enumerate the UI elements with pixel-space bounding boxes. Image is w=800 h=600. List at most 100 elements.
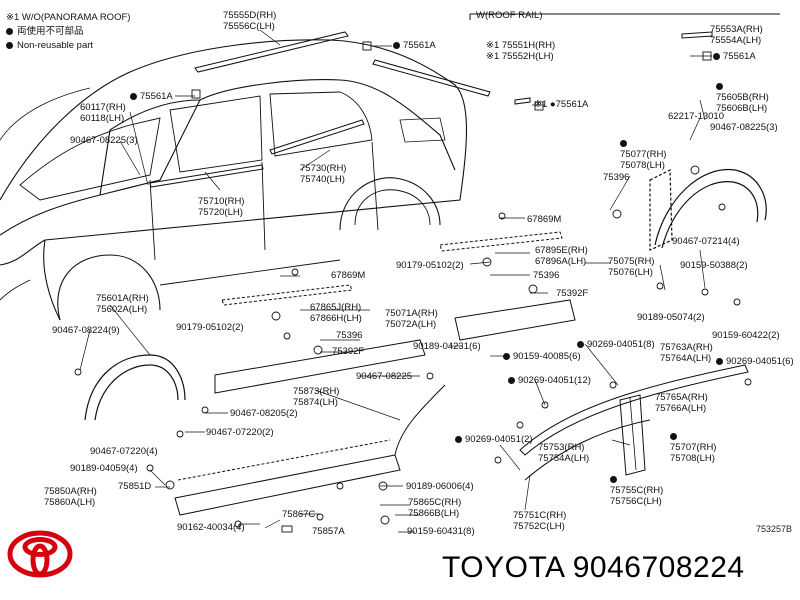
callout-67865J: 67865J(RH)67866H(LH) <box>310 302 362 324</box>
roof-rail-label: W(ROOF RAIL) <box>476 10 543 21</box>
callout-90467-08225-3: 90467-08225(3) <box>70 135 138 146</box>
clip-icon <box>494 456 502 464</box>
callout-75551H: ※1 75551H(RH)※1 75552H(LH) <box>486 40 556 62</box>
clip-icon <box>656 282 664 290</box>
clip-icon <box>336 482 344 490</box>
clip-icon <box>516 421 524 429</box>
clip-icon <box>378 481 388 491</box>
clip-icon <box>271 311 281 321</box>
clip-icon <box>281 525 293 533</box>
callout-75755C: 75755C(RH)75756C(LH) <box>610 474 663 507</box>
clip-icon <box>733 298 741 306</box>
callout-75865C: 75865C(RH)75866B(LH) <box>408 497 462 519</box>
clip-icon <box>498 212 506 220</box>
callout-62217-13010: 62217-13010 <box>668 111 724 122</box>
callout-90189-06006: 90189-06006(4) <box>406 481 474 492</box>
callout-75730: 75730(RH)75740(LH) <box>300 163 347 185</box>
callout-75873: 75873(RH)75874(LH) <box>293 386 340 408</box>
clip-icon <box>690 165 700 175</box>
clip-icon <box>426 372 434 380</box>
callout-75753: 75753(RH)75754A(LH) <box>538 442 590 464</box>
callout-90269-04051-8: 90269-04051(8) <box>577 339 655 350</box>
clip-icon <box>534 101 544 111</box>
clip-icon <box>74 368 82 376</box>
wheel-arch-moldings <box>84 168 767 421</box>
clip-icon <box>313 345 323 355</box>
callout-90189-04231: 90189-04231(6) <box>413 341 481 352</box>
clip-icon <box>482 257 492 267</box>
door-moldings <box>149 119 365 188</box>
clip-icon <box>380 515 390 525</box>
legend-note-nonreusable: Non-reusable part <box>6 39 130 53</box>
roof-rail-bracket <box>469 13 780 20</box>
callout-75765A: 75765A(RH)75766A(LH) <box>655 392 708 414</box>
fastener-icons <box>74 41 752 533</box>
clip-icon <box>609 381 617 389</box>
brand-part-number: TOYOTA 9046708224 <box>442 551 745 584</box>
clip-icon <box>612 209 622 219</box>
callout-75396-left: 75396 <box>336 330 363 341</box>
callout-75707: 75707(RH)75708(LH) <box>670 431 716 464</box>
callout-75077: 75077(RH)75078(LH) <box>620 138 666 171</box>
toyota-logo-icon <box>7 530 73 578</box>
callout-75605B: 75605B(RH)75606B(LH) <box>716 81 769 114</box>
callout-90467-08225-3b: 90467-08225(3) <box>710 122 778 133</box>
clip-icon <box>283 332 291 340</box>
clip-icon <box>362 41 372 51</box>
callout-75751C: 75751C(RH)75752C(LH) <box>513 510 567 532</box>
callout-90159-50388: 90159-50388(2) <box>680 260 748 271</box>
callout-75075: 75075(RH)75076(LH) <box>608 256 655 278</box>
clip-icon <box>541 401 549 409</box>
callout-75851D: 75851D <box>118 481 152 492</box>
callout-90467-07220-4: 90467-07220(4) <box>90 446 158 457</box>
callout-75555D: 75555D(RH)75556C(LH) <box>223 10 277 32</box>
callout-75601A: 75601A(RH)75602A(LH) <box>96 293 149 315</box>
callout-90467-08225-b: 90467-08225 <box>356 371 412 382</box>
callout-90467-07220: 90467-07220(2) <box>206 427 274 438</box>
clip-icon <box>744 378 752 386</box>
callout-67895E: 67895E(RH)67896A(LH) <box>535 245 588 267</box>
clip-icon <box>176 430 184 438</box>
clip-icon <box>528 284 538 294</box>
clip-icon <box>718 203 726 211</box>
callout-75763A: 75763A(RH)75764A(LH) <box>660 342 713 364</box>
callout-90467-08224: 90467-08224(9) <box>52 325 120 336</box>
callout-90269-04051-6: 90269-04051(6) <box>716 356 794 367</box>
callout-90269-04051-12: 90269-04051(12) <box>508 375 591 386</box>
callout-90467-08205: 90467-08205(2) <box>230 408 298 419</box>
legend: ※1 W/O(PANORAMA ROOF) 両使用不可部品 Non-reusab… <box>6 11 130 53</box>
clip-icon <box>701 288 709 296</box>
callout-67869M-left: 67869M <box>331 270 366 281</box>
callout-75867C: 75867C <box>282 509 316 520</box>
callout-75710: 75710(RH)75720(LH) <box>198 196 245 218</box>
callout-75561A-mid: ※1 ●75561A <box>534 99 589 110</box>
rear-window-moldings <box>394 364 749 481</box>
clip-icon <box>165 480 175 490</box>
clip-icon <box>191 89 201 99</box>
callout-90269-04051-2: 90269-04051(2) <box>455 434 533 445</box>
callout-75396-mid: 75396 <box>533 270 560 281</box>
figure-number: 753257B <box>755 524 792 534</box>
callout-75561A-top: 75561A <box>393 40 436 51</box>
clip-icon <box>291 268 299 276</box>
car-body <box>0 39 468 321</box>
callout-90162-40034: 90162-40034(4) <box>177 522 245 533</box>
clip-icon <box>146 464 154 472</box>
callout-75396-right: 75396 <box>603 172 630 183</box>
callout-75561A-left: 75561A <box>130 91 173 102</box>
callout-90179-05102-b: 90179-05102(2) <box>176 322 244 333</box>
rocker-panels <box>174 231 576 516</box>
legend-note-jp: 両使用不可部品 <box>6 25 130 39</box>
clip-icon <box>201 406 209 414</box>
callout-90189-05074: 90189-05074(2) <box>637 312 705 323</box>
callout-90467-07214: 90467-07214(4) <box>672 236 740 247</box>
clip-icon <box>702 51 712 61</box>
callout-75850A: 75850A(RH)75860A(LH) <box>44 486 97 508</box>
callout-75561A-right: 75561A <box>713 51 756 62</box>
callout-75392F-right: 75392F <box>556 288 589 299</box>
callout-90189-04059: 90189-04059(4) <box>70 463 138 474</box>
callout-75071A: 75071A(RH)75072A(LH) <box>385 308 438 330</box>
clip-icon <box>234 520 242 528</box>
callout-75392F-left: 75392F <box>332 346 365 357</box>
